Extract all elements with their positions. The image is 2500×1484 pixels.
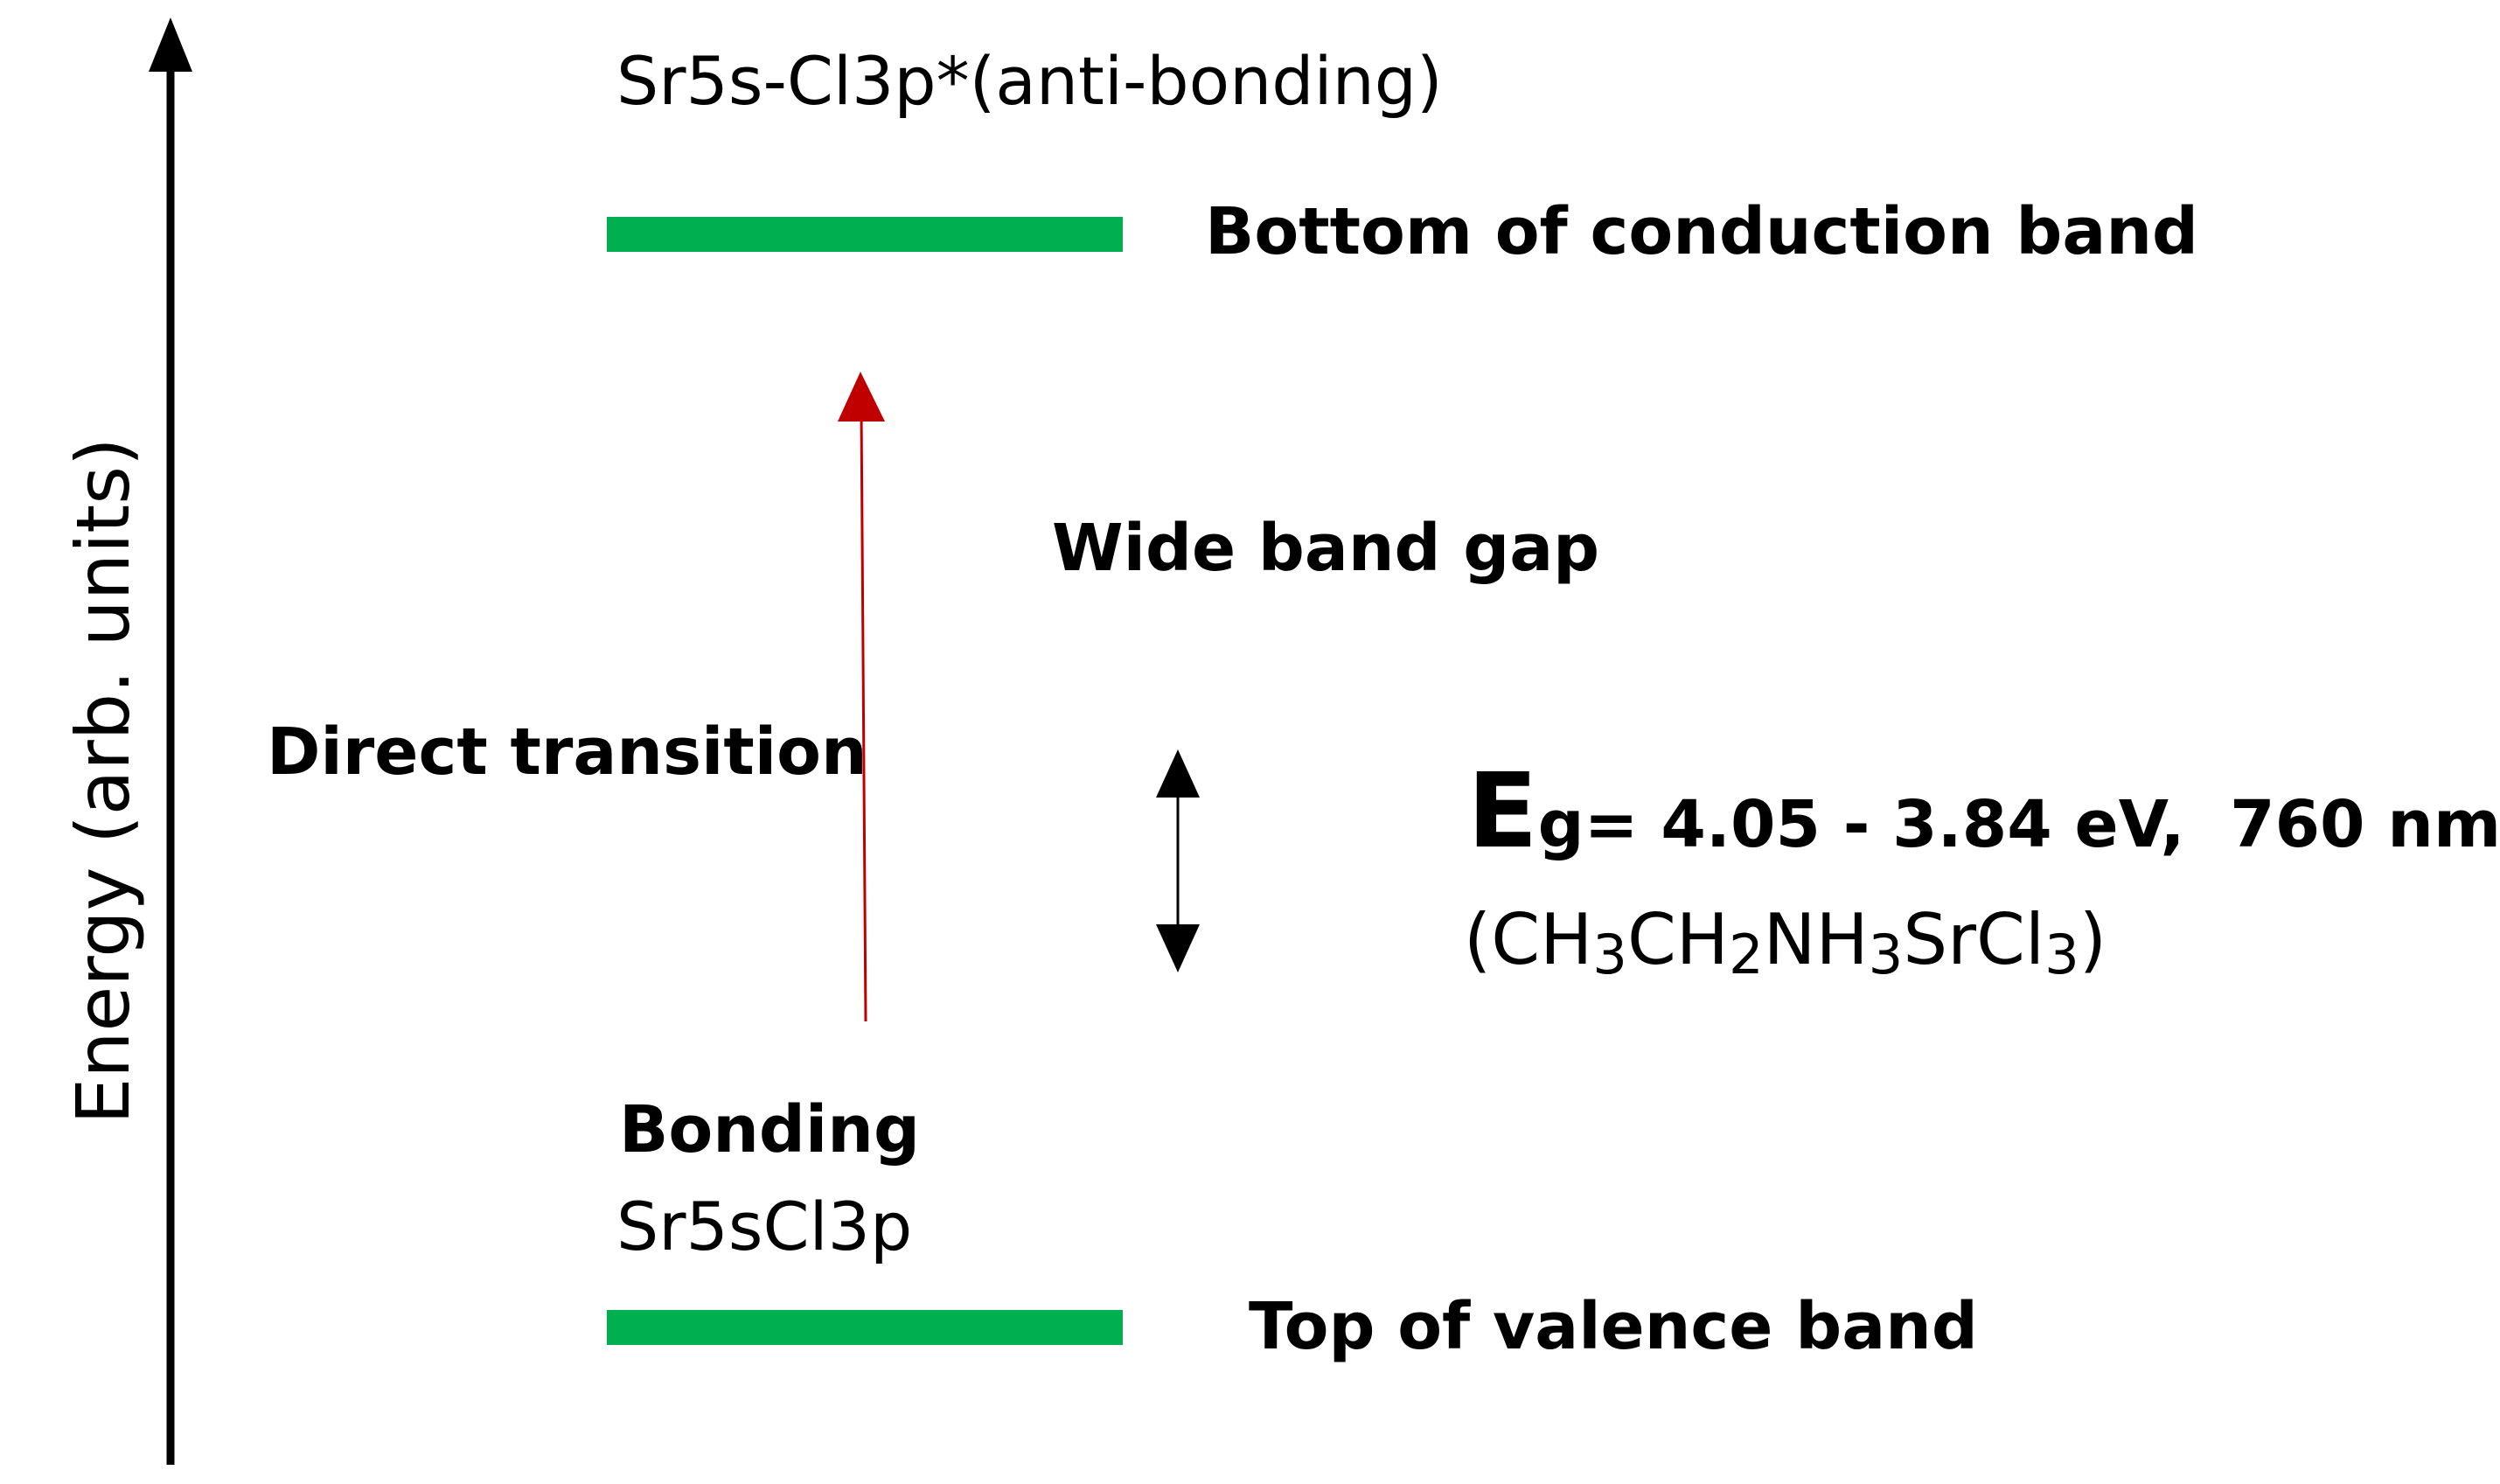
gap-arrow-head-up (1156, 749, 1200, 798)
compound-formula: (CH3CH2NH3SrCl3) (1464, 905, 2107, 982)
conduction-band-level (607, 217, 1123, 252)
valence-band-level (607, 1310, 1123, 1345)
energy-gap-expression: Eg= 4.05 - 3.84 eV, 760 nm (1467, 759, 2500, 862)
band-gap-label: Wide band gap (1052, 511, 1600, 586)
bonding-orbitals-label: Sr5sCl3p (616, 1188, 913, 1265)
compound-part: SrCl (1903, 899, 2045, 980)
conduction-band-label: Bottom of conduction band (1205, 194, 2198, 269)
transition-arrow-head (838, 372, 885, 422)
compound-part: CH (1626, 899, 1729, 980)
transition-arrow-line (860, 410, 867, 1022)
energy-axis-arrowhead (149, 17, 192, 72)
compound-subscript: 2 (1728, 923, 1764, 987)
valence-band-label: Top of valence band (1249, 1289, 1978, 1364)
compound-part: NH (1763, 899, 1869, 980)
transition-label: Direct transition (267, 714, 867, 790)
compound-subscript: 3 (2044, 923, 2079, 987)
antibonding-label: Sr5s-Cl3p*(anti-bonding) (616, 42, 1443, 120)
bonding-label: Bonding (619, 1092, 920, 1167)
gap-arrow-head-down (1156, 924, 1200, 972)
compound-open-paren: ( (1464, 899, 1492, 980)
energy-gap-subscript: g (1537, 787, 1584, 862)
energy-gap-value: = 4.05 - 3.84 eV, 760 nm (1584, 787, 2500, 862)
energy-gap-symbol: E (1467, 750, 1538, 871)
compound-subscript: 3 (1592, 923, 1627, 987)
energy-axis-label: Energy (arb. units) (60, 437, 146, 1125)
compound-close-paren: ) (2079, 899, 2107, 980)
compound-subscript: 3 (1868, 923, 1904, 987)
compound-part: CH (1491, 899, 1593, 980)
